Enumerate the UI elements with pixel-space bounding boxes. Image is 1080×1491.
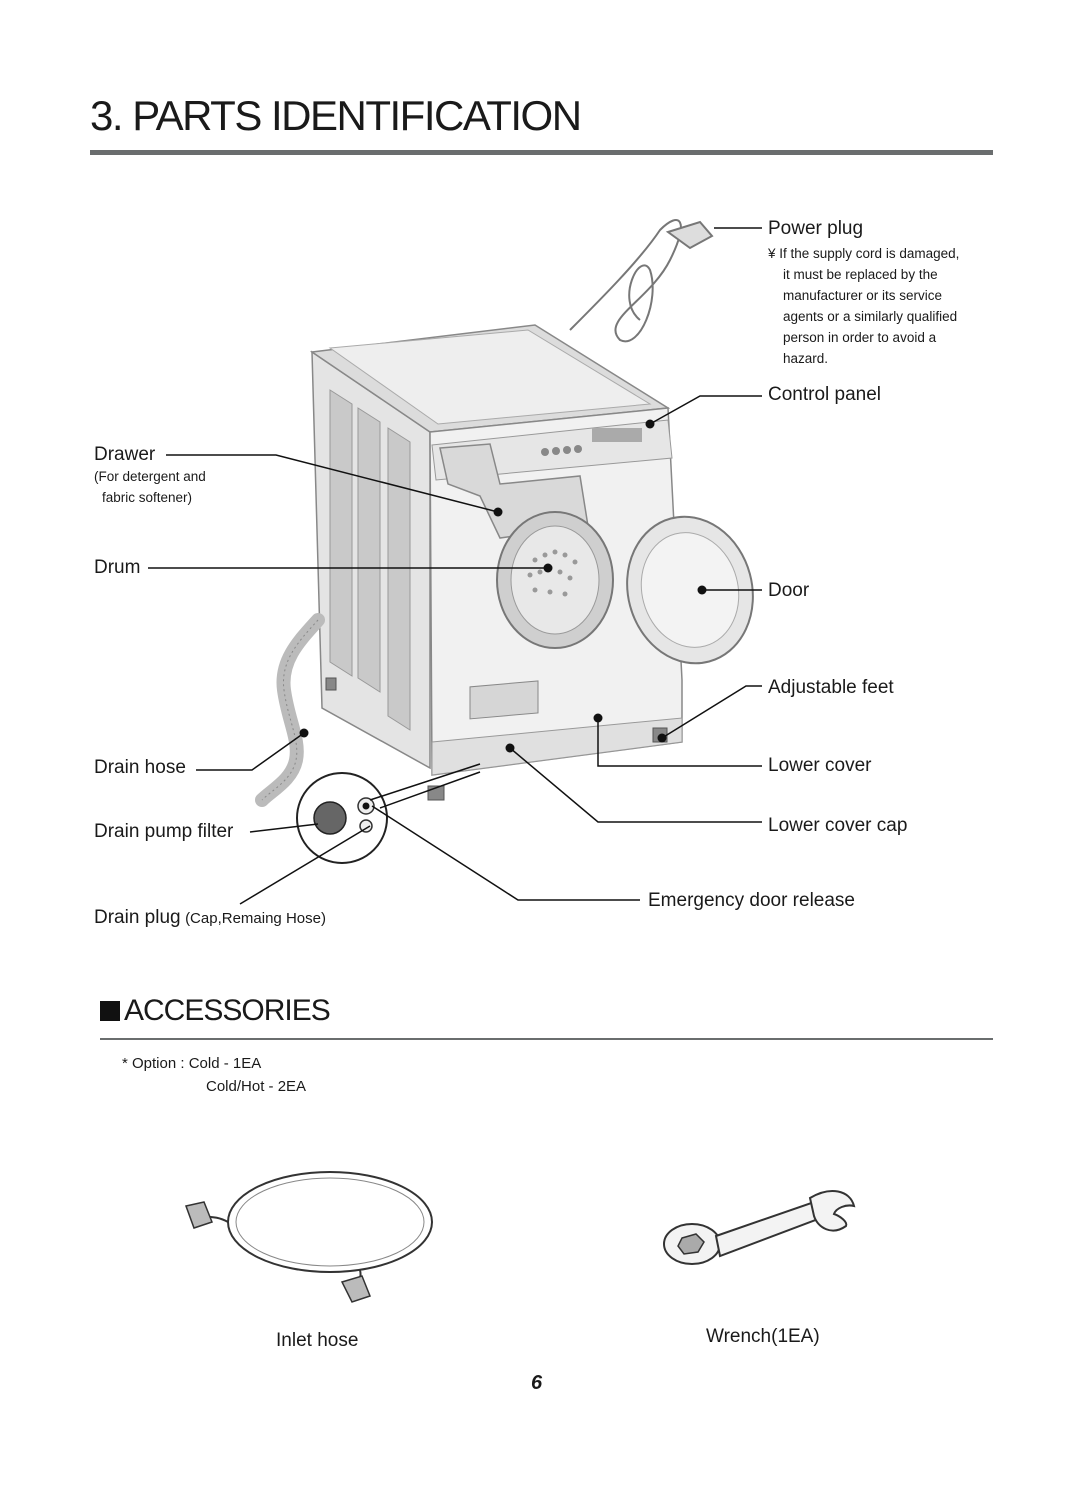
power-plug-note-line: it must be replaced by the: [783, 267, 938, 282]
inlet-hose-illustration: [199, 1171, 433, 1291]
page-title: 3. PARTS IDENTIFICATION: [90, 92, 582, 139]
accessories-heading-text: ACCESSORIES: [124, 994, 331, 1027]
label-drain-hose: Drain hose: [94, 757, 186, 778]
label-emergency-door-release: Emergency door release: [648, 890, 855, 911]
drawer-note-line: (For detergent and: [94, 469, 206, 484]
power-plug-note-line: agents or a similarly qualified: [783, 309, 958, 324]
option-note: * Option : Cold - 1EA Cold/Hot - 2EA: [122, 1052, 306, 1098]
label-drawer: Drawer: [94, 444, 156, 465]
label-wrench: Wrench(1EA): [706, 1326, 820, 1347]
option-line: * Option : Cold - 1EA: [122, 1055, 262, 1072]
option-line: Cold/Hot - 2EA: [206, 1078, 307, 1095]
label-adjustable-feet: Adjustable feet: [768, 677, 894, 698]
label-door: Door: [768, 580, 810, 601]
label-lower-cover: Lower cover: [768, 755, 872, 776]
label-drain-plug: Drain plug: [94, 907, 181, 928]
power-cord-illustration: [569, 219, 714, 343]
label-inlet-hose: Inlet hose: [276, 1330, 359, 1351]
title-divider: [90, 150, 993, 155]
label-lower-cover-cap: Lower cover cap: [768, 815, 908, 836]
page-number: 6: [531, 1372, 543, 1394]
power-plug-note: ¥ If the supply cord is damaged, it must…: [768, 243, 959, 369]
label-drain-pump-filter: Drain pump filter: [94, 821, 234, 842]
drawer-note: (For detergent and fabric softener): [94, 466, 206, 508]
label-power-plug: Power plug: [768, 218, 864, 239]
accessories-divider: [100, 1038, 993, 1040]
label-drain-plug-group: Drain plug (Cap,Remaing Hose): [94, 907, 326, 929]
label-control-panel: Control panel: [768, 384, 882, 405]
power-plug-note-line: ¥ If the supply cord is damaged,: [768, 246, 960, 261]
wrench-illustration: [663, 1190, 856, 1265]
power-plug-note-line: hazard.: [783, 351, 829, 366]
drawer-note-line: fabric softener): [102, 490, 193, 505]
label-drum: Drum: [94, 557, 141, 578]
power-plug-note-line: manufacturer or its service: [783, 288, 943, 303]
heading-square-icon: [100, 1001, 120, 1021]
accessories-heading: ACCESSORIES: [100, 994, 331, 1028]
drain-plug-note: (Cap,Remaing Hose): [185, 910, 326, 927]
power-plug-note-line: person in order to avoid a: [783, 330, 937, 345]
